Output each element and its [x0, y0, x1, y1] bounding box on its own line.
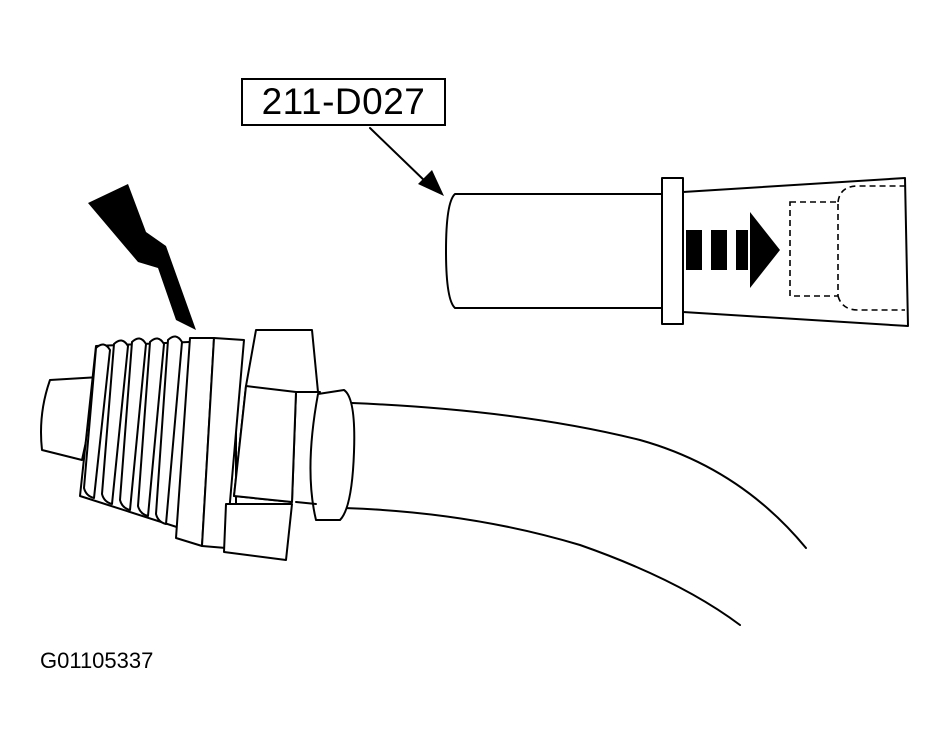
o-ring: [309, 389, 356, 521]
tool-number-text: 211-D027: [261, 81, 426, 122]
hose-lower-edge: [343, 507, 741, 626]
tool-number-callout: 211-D027: [241, 78, 446, 126]
tool-flange: [661, 177, 684, 325]
hose-upper-edge: [351, 402, 807, 549]
hex-nut-lower: [223, 503, 293, 561]
hex-nut-face: [233, 385, 297, 503]
push-direction-arrow-icon: [686, 212, 780, 288]
leader-line: [369, 127, 429, 185]
special-tool: [369, 127, 909, 327]
figure-id: G01105337: [40, 648, 154, 673]
o-ring-collar-lines: [295, 391, 321, 505]
leader-arrowhead-icon: [418, 170, 444, 196]
tool-sleeve: [682, 177, 909, 327]
thread-ridges: [83, 335, 183, 525]
fitting-assembly: [40, 329, 807, 626]
large-black-arrow-icon: [88, 184, 196, 330]
hidden-insert-right: [837, 185, 905, 311]
tool-body: [445, 193, 663, 309]
